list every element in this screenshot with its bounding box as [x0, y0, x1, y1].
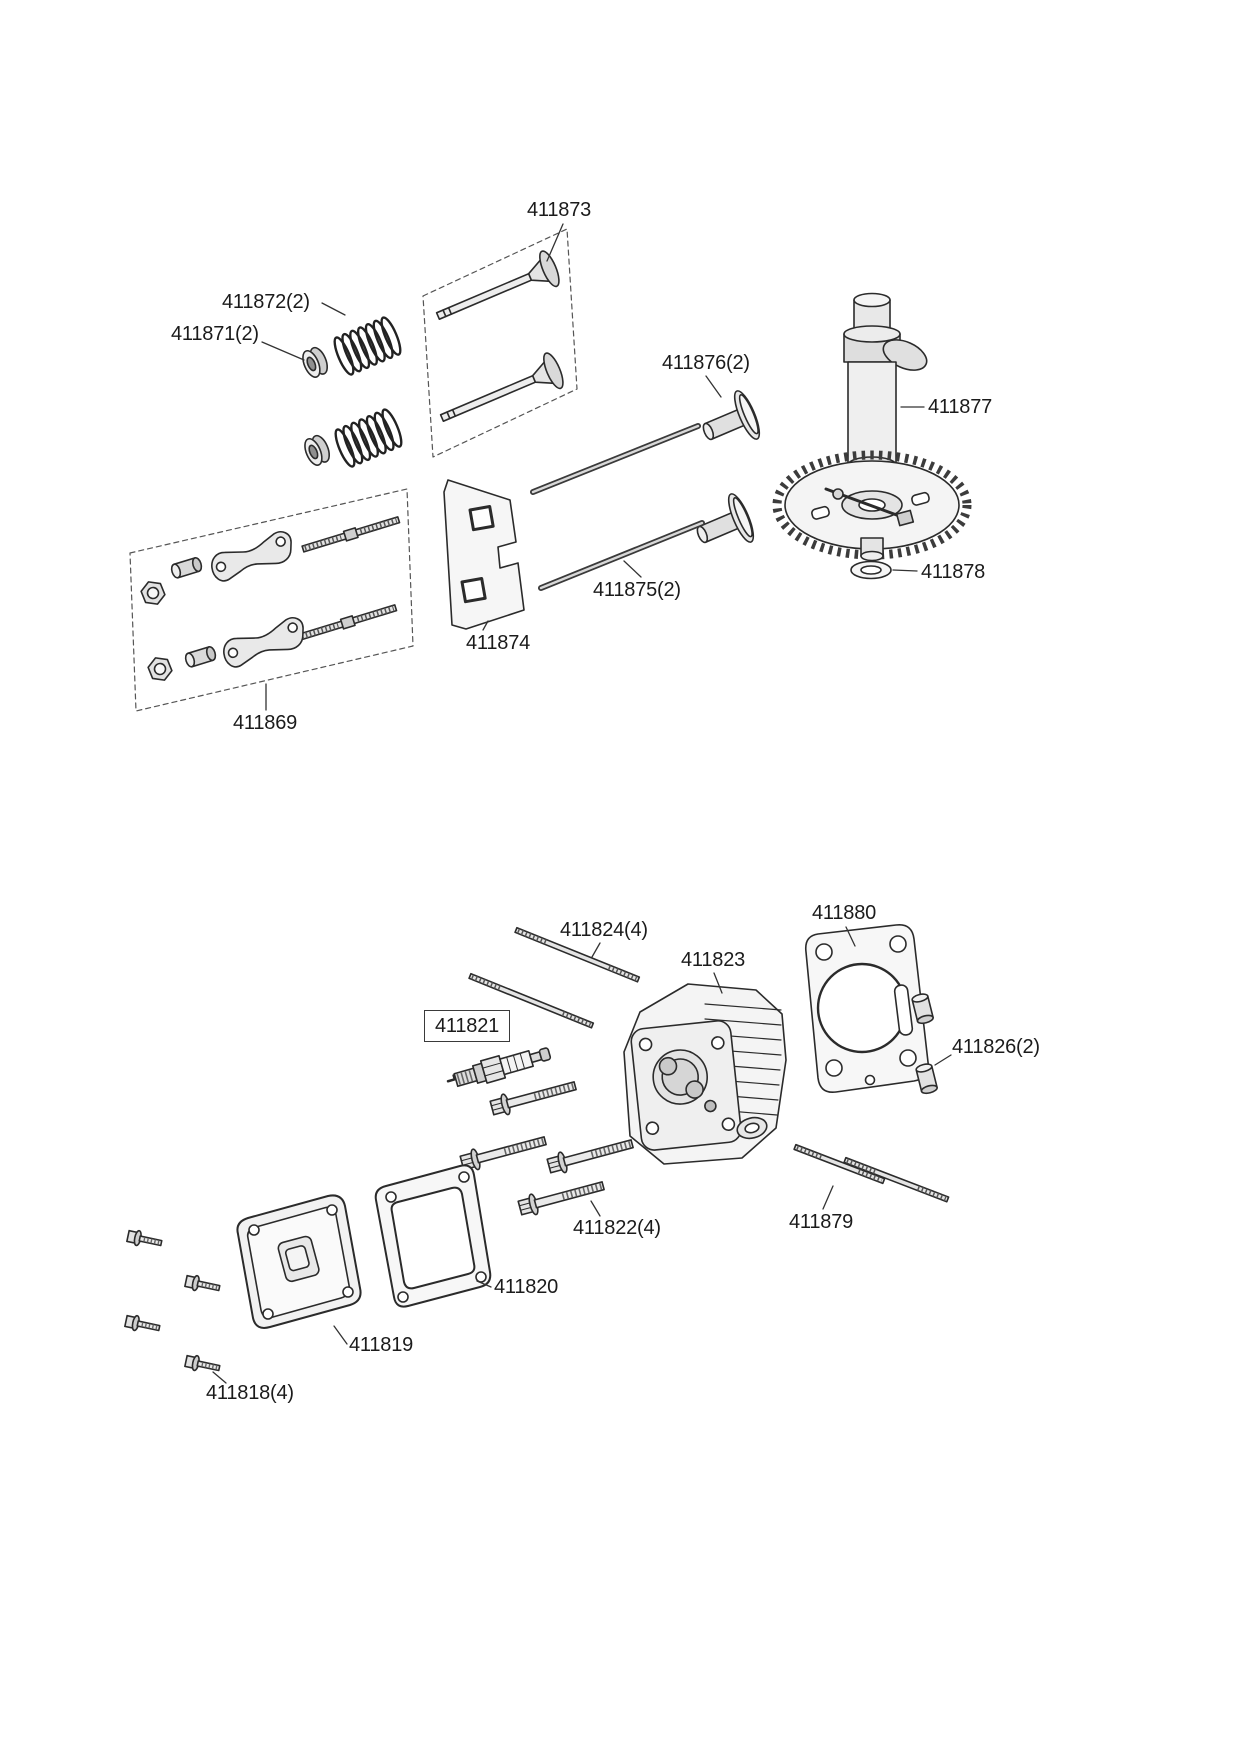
cover-bolt-drawing — [124, 1229, 221, 1372]
part-label-valve-spring: 411872(2) — [222, 291, 310, 313]
head-stud-drawing — [468, 926, 641, 1029]
part-label-valve-set: 411873 — [527, 199, 592, 221]
dowel-pin-drawing — [911, 993, 938, 1095]
part-label-stud: 411879 — [789, 1211, 854, 1233]
valve-spring-drawing — [333, 316, 403, 468]
part-label-cover-gasket: 411820 — [494, 1276, 559, 1298]
head-bolt-drawing — [459, 1081, 634, 1216]
guide-plate-drawing — [443, 479, 525, 630]
part-label-head-stud: 411824(4) — [560, 919, 648, 941]
washer-drawing — [850, 560, 892, 580]
part-label-valve-tappet: 411876(2) — [662, 352, 750, 374]
part-label-head-gasket: 411880 — [812, 902, 877, 924]
part-label-cover-bolt: 411818(4) — [206, 1382, 294, 1404]
part-label-rocker-cover: 411819 — [349, 1334, 414, 1356]
push-rod-drawing — [530, 423, 705, 591]
spring-retainer-drawing — [302, 346, 331, 466]
camshaft-drawing — [772, 292, 972, 562]
part-label-rocker-arm-kit: 411869 — [233, 712, 298, 734]
part-label-dowel-pin: 411826(2) — [952, 1036, 1040, 1058]
leader-lines — [212, 223, 952, 1384]
part-label-camshaft: 411877 — [928, 396, 993, 418]
part-label-guide-plate: 411874 — [466, 632, 531, 654]
part-label-valve-spring-retainer: 411871(2) — [171, 323, 259, 345]
part-label-washer: 411878 — [921, 561, 986, 583]
valve-tappet-drawing — [696, 390, 761, 544]
part-label-spark-plug: 411821 — [424, 1010, 511, 1042]
stud-drawing — [793, 1143, 950, 1203]
part-label-head-bolt: 411822(4) — [573, 1217, 661, 1239]
cover-gasket-drawing — [374, 1164, 492, 1308]
rocker-cover-drawing — [236, 1194, 362, 1329]
valve-set-drawing — [422, 228, 578, 458]
part-label-cylinder-head: 411823 — [681, 949, 746, 971]
part-label-push-rod: 411875(2) — [593, 579, 681, 601]
head-gasket-drawing — [804, 923, 930, 1094]
cylinder-head-drawing — [623, 983, 787, 1165]
rocker-arm-kit-drawing — [129, 488, 414, 712]
spark-plug-drawing — [446, 1047, 552, 1088]
